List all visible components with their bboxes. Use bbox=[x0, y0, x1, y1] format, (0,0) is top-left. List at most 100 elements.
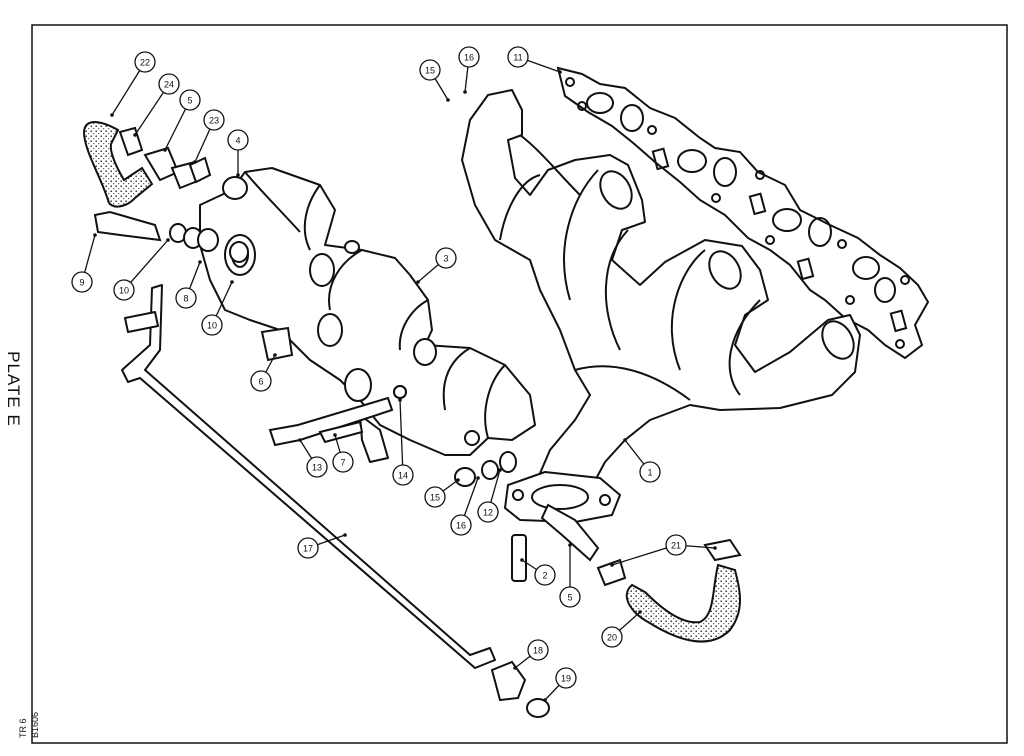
callout-circle bbox=[601, 626, 623, 648]
plate-title-text: PLATE E bbox=[4, 351, 23, 427]
callout-2: 2 bbox=[534, 564, 556, 586]
leader-arrow bbox=[568, 543, 572, 547]
callout-circle bbox=[113, 279, 135, 301]
callout-number: 5 bbox=[567, 593, 572, 603]
callout-23: 23 bbox=[203, 109, 225, 131]
leader-arrow bbox=[93, 233, 97, 237]
callout-number: 19 bbox=[561, 674, 571, 684]
callout-circle bbox=[203, 109, 225, 131]
hose-upper bbox=[82, 121, 154, 208]
leader-arrow bbox=[623, 438, 627, 442]
callout-16: 16 bbox=[458, 46, 480, 68]
callout-number: 5 bbox=[187, 96, 192, 106]
leader-arrow bbox=[163, 148, 167, 152]
callout-21: 21 bbox=[665, 534, 687, 556]
callout-circle bbox=[227, 129, 249, 151]
callout-10: 10 bbox=[113, 279, 135, 301]
leader-arrow bbox=[610, 563, 614, 567]
callout-circle bbox=[435, 247, 457, 269]
callout-circle bbox=[332, 451, 354, 473]
small-fittings bbox=[93, 126, 742, 718]
callout-15: 15 bbox=[419, 59, 441, 81]
leader-arrow bbox=[520, 558, 524, 562]
callout-circle bbox=[179, 89, 201, 111]
callout-number: 7 bbox=[340, 458, 345, 468]
drawing-code: B1606 bbox=[30, 711, 40, 738]
callout-circle bbox=[419, 59, 441, 81]
callout-9: 9 bbox=[71, 271, 93, 293]
callout-24: 24 bbox=[158, 73, 180, 95]
leader-arrow bbox=[343, 533, 347, 537]
leader-arrow bbox=[110, 113, 114, 117]
leader-arrow bbox=[513, 666, 517, 670]
leader-arrow bbox=[333, 433, 337, 437]
callout-number: 24 bbox=[164, 80, 174, 90]
callout-12: 12 bbox=[477, 501, 499, 523]
callout-1: 1 bbox=[639, 461, 661, 483]
callout-circle bbox=[559, 586, 581, 608]
leader-arrow bbox=[193, 160, 197, 164]
callout-number: 23 bbox=[209, 116, 219, 126]
leader-line bbox=[399, 399, 404, 476]
callout-17: 17 bbox=[297, 537, 319, 559]
callout-circle bbox=[534, 564, 556, 586]
callout-10: 10 bbox=[201, 314, 223, 336]
callout-number: 10 bbox=[119, 286, 129, 296]
leader-arrow bbox=[498, 468, 502, 472]
callout-circle bbox=[555, 667, 577, 689]
callout-circle bbox=[477, 501, 499, 523]
callout-circle bbox=[201, 314, 223, 336]
callout-number: 15 bbox=[425, 66, 435, 76]
hose-lower bbox=[625, 563, 741, 643]
leader-arrow bbox=[638, 610, 642, 614]
callout-circle bbox=[527, 639, 549, 661]
long-pipe bbox=[121, 284, 496, 669]
callout-13: 13 bbox=[306, 456, 328, 478]
callout-circle bbox=[175, 287, 197, 309]
leader-arrow bbox=[298, 438, 302, 442]
callout-number: 21 bbox=[671, 541, 681, 551]
leader-arrow bbox=[416, 280, 420, 284]
callout-circle bbox=[71, 271, 93, 293]
callout-number: 18 bbox=[533, 646, 543, 656]
callout-number: 4 bbox=[235, 136, 240, 146]
leader-arrow bbox=[456, 478, 460, 482]
leader-arrow bbox=[398, 398, 402, 402]
callout-circle bbox=[297, 537, 319, 559]
callout-circle bbox=[507, 46, 529, 68]
callout-number: 8 bbox=[183, 294, 188, 304]
leader-arrow bbox=[230, 280, 234, 284]
plate-title: PLATE E bbox=[0, 345, 26, 435]
callout-circle bbox=[392, 464, 414, 486]
callout-number: 13 bbox=[312, 463, 322, 473]
exhaust-manifold bbox=[461, 89, 861, 523]
callout-circle bbox=[450, 514, 472, 536]
callout-number: 12 bbox=[483, 508, 493, 518]
callout-5: 5 bbox=[179, 89, 201, 111]
callout-circle bbox=[424, 486, 446, 508]
callout-3: 3 bbox=[435, 247, 457, 269]
leader-arrow bbox=[713, 546, 717, 550]
leader-arrow bbox=[236, 173, 240, 177]
callout-circle bbox=[134, 51, 156, 73]
leader-arrow bbox=[446, 98, 450, 102]
callout-18: 18 bbox=[527, 639, 549, 661]
leader-line bbox=[123, 239, 169, 291]
callout-8: 8 bbox=[175, 287, 197, 309]
callout-number: 15 bbox=[430, 493, 440, 503]
callout-22: 22 bbox=[134, 51, 156, 73]
callout-circle bbox=[306, 456, 328, 478]
callout-number: 3 bbox=[443, 254, 448, 264]
callout-number: 20 bbox=[607, 633, 617, 643]
callout-group: 1234556789101011121314151516161718192021… bbox=[71, 46, 687, 689]
manifold-gasket bbox=[556, 66, 930, 360]
callout-circle bbox=[665, 534, 687, 556]
leader-arrow bbox=[543, 698, 547, 702]
leader-arrow bbox=[558, 70, 562, 74]
callout-number: 9 bbox=[79, 278, 84, 288]
callout-number: 6 bbox=[258, 377, 263, 387]
callout-number: 1 bbox=[647, 468, 652, 478]
callout-number: 16 bbox=[464, 53, 474, 63]
